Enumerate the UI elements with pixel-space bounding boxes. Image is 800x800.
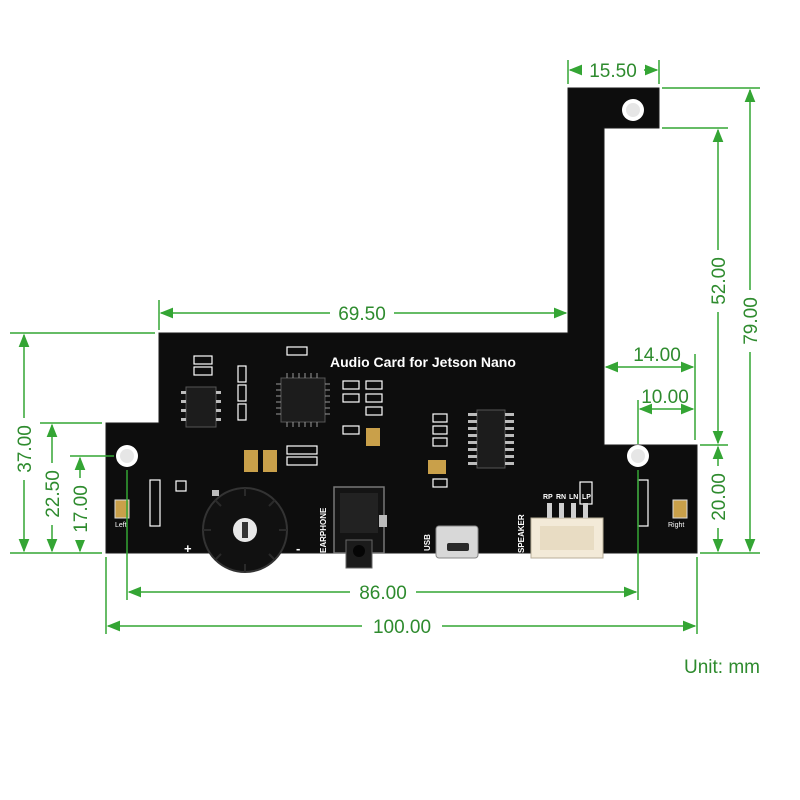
soic16-chip <box>468 409 514 469</box>
soic8-chip <box>181 386 221 428</box>
knob-minus-label: - <box>296 541 300 556</box>
dim-right-hole-outer: 14.00 <box>633 345 681 366</box>
pin-rn-label: RN <box>556 494 566 501</box>
earphone-jack: EARPHONE <box>319 486 387 569</box>
dim-top-arm-width: 15.50 <box>589 61 637 82</box>
volume-knob: + - <box>184 487 300 573</box>
dimension-labels: 15.50 79.00 52.00 20.00 69.50 14.00 10.0… <box>12 58 762 678</box>
mounting-hole-left <box>116 445 138 467</box>
earphone-label: EARPHONE <box>319 507 328 553</box>
left-mic-label: Left <box>115 522 127 529</box>
pin-ln-label: LN <box>569 494 578 501</box>
dim-right-hole-inner: 10.00 <box>641 387 689 408</box>
mounting-hole-right <box>627 445 649 467</box>
usb-port: USB <box>423 525 479 559</box>
pin-lp-label: LP <box>582 494 591 501</box>
mounting-hole-top <box>622 99 644 121</box>
left-mic: Left <box>114 499 130 529</box>
pcb-outline <box>105 87 698 554</box>
dim-left-mic-height: 17.00 <box>71 485 92 533</box>
dim-arm-height: 52.00 <box>709 257 730 305</box>
usb-label: USB <box>423 534 432 551</box>
pcb-board: Audio Card for Jetson Nano <box>105 87 698 573</box>
right-mic-label: Right <box>668 522 684 529</box>
right-mic: Right <box>668 499 688 529</box>
codec-chip <box>276 373 330 427</box>
dim-left-height: 37.00 <box>15 425 36 473</box>
dim-left-step-width: 69.50 <box>338 304 386 325</box>
knob-plus-label: + <box>184 541 192 556</box>
dim-hole-spacing: 86.00 <box>359 583 407 604</box>
dim-right-lower-height: 20.00 <box>709 473 730 521</box>
dim-left-hole-height: 22.50 <box>43 470 64 518</box>
capacitors <box>244 428 446 474</box>
pin-rp-label: RP <box>543 494 553 501</box>
speaker-connector: RP RN LN LP SPEAKER <box>517 494 604 559</box>
unit-label: Unit: mm <box>684 657 760 678</box>
speaker-label: SPEAKER <box>517 514 526 553</box>
dim-total-height: 79.00 <box>741 297 762 345</box>
dim-total-width: 100.00 <box>373 617 431 638</box>
board-title: Audio Card for Jetson Nano <box>330 354 516 370</box>
